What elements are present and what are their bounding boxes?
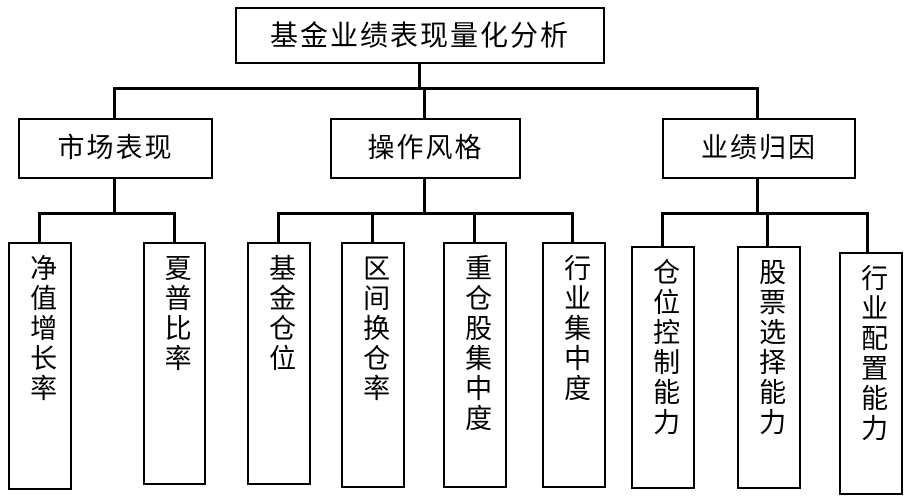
node-leaf-interval-turnover-rate[interactable]: 区间换仓率: [341, 242, 405, 488]
node-leaf-industry-allocation-ability-label: 行业配置能力: [856, 264, 888, 444]
connector-level1-bus: [113, 87, 759, 90]
connector-to-branch-operating-style: [423, 87, 426, 118]
node-branch-performance-attribution-label: 业绩归因: [701, 133, 817, 164]
node-leaf-position-control-ability[interactable]: 仓位控制能力: [631, 246, 695, 489]
connector-branch2-stem: [423, 178, 426, 213]
node-leaf-stock-selection-ability[interactable]: 股票选择能力: [737, 246, 801, 489]
node-leaf-industry-allocation-ability[interactable]: 行业配置能力: [839, 252, 903, 495]
node-leaf-sharpe-ratio[interactable]: 夏普比率: [143, 242, 206, 485]
node-leaf-heavy-stock-concentration-label: 重仓股集中度: [460, 254, 492, 434]
connector-to-leaf-stock-selection-ability: [766, 212, 769, 246]
connector-branch1-bus: [38, 212, 176, 215]
connector-to-leaf-sharpe-ratio: [173, 212, 176, 243]
connector-to-branch-market-performance: [113, 87, 116, 118]
node-branch-market-performance[interactable]: 市场表现: [18, 118, 213, 179]
node-branch-market-performance-label: 市场表现: [57, 133, 174, 164]
node-leaf-stock-selection-ability-label: 股票选择能力: [754, 258, 786, 438]
node-branch-performance-attribution[interactable]: 业绩归因: [662, 118, 856, 179]
node-branch-operating-style[interactable]: 操作风格: [330, 118, 521, 179]
connector-branch1-stem: [113, 178, 116, 213]
node-leaf-fund-position-label: 基金仓位: [264, 254, 296, 374]
node-leaf-heavy-stock-concentration[interactable]: 重仓股集中度: [443, 242, 507, 488]
node-leaf-industry-concentration-label: 行业集中度: [559, 254, 591, 404]
connector-to-leaf-heavy-stock-concentration: [473, 212, 476, 243]
node-leaf-fund-position[interactable]: 基金仓位: [247, 242, 311, 485]
connector-branch2-bus: [277, 212, 574, 215]
connector-to-branch-performance-attribution: [756, 87, 759, 118]
node-leaf-net-value-growth-rate[interactable]: 净值增长率: [8, 242, 72, 490]
node-leaf-interval-turnover-rate-label: 区间换仓率: [358, 254, 390, 404]
node-root-label: 基金业绩表现量化分析: [269, 18, 570, 52]
connector-branch3-stem: [756, 178, 759, 213]
connector-to-leaf-net-value-growth-rate: [38, 212, 41, 243]
connector-to-leaf-fund-position: [277, 212, 280, 243]
connector-to-leaf-interval-turnover-rate: [371, 212, 374, 243]
connector-to-leaf-industry-allocation-ability: [866, 212, 869, 252]
node-leaf-net-value-growth-rate-label: 净值增长率: [25, 254, 57, 404]
node-branch-operating-style-label: 操作风格: [367, 133, 484, 164]
node-leaf-position-control-ability-label: 仓位控制能力: [648, 258, 680, 438]
node-leaf-sharpe-ratio-label: 夏普比率: [159, 254, 191, 374]
connector-root-stem: [418, 63, 421, 89]
node-leaf-industry-concentration[interactable]: 行业集中度: [542, 242, 606, 488]
connector-branch3-bus: [661, 212, 868, 215]
node-root[interactable]: 基金业绩表现量化分析: [235, 7, 605, 64]
connector-to-leaf-position-control-ability: [661, 212, 664, 246]
connector-to-leaf-industry-concentration: [571, 212, 574, 243]
